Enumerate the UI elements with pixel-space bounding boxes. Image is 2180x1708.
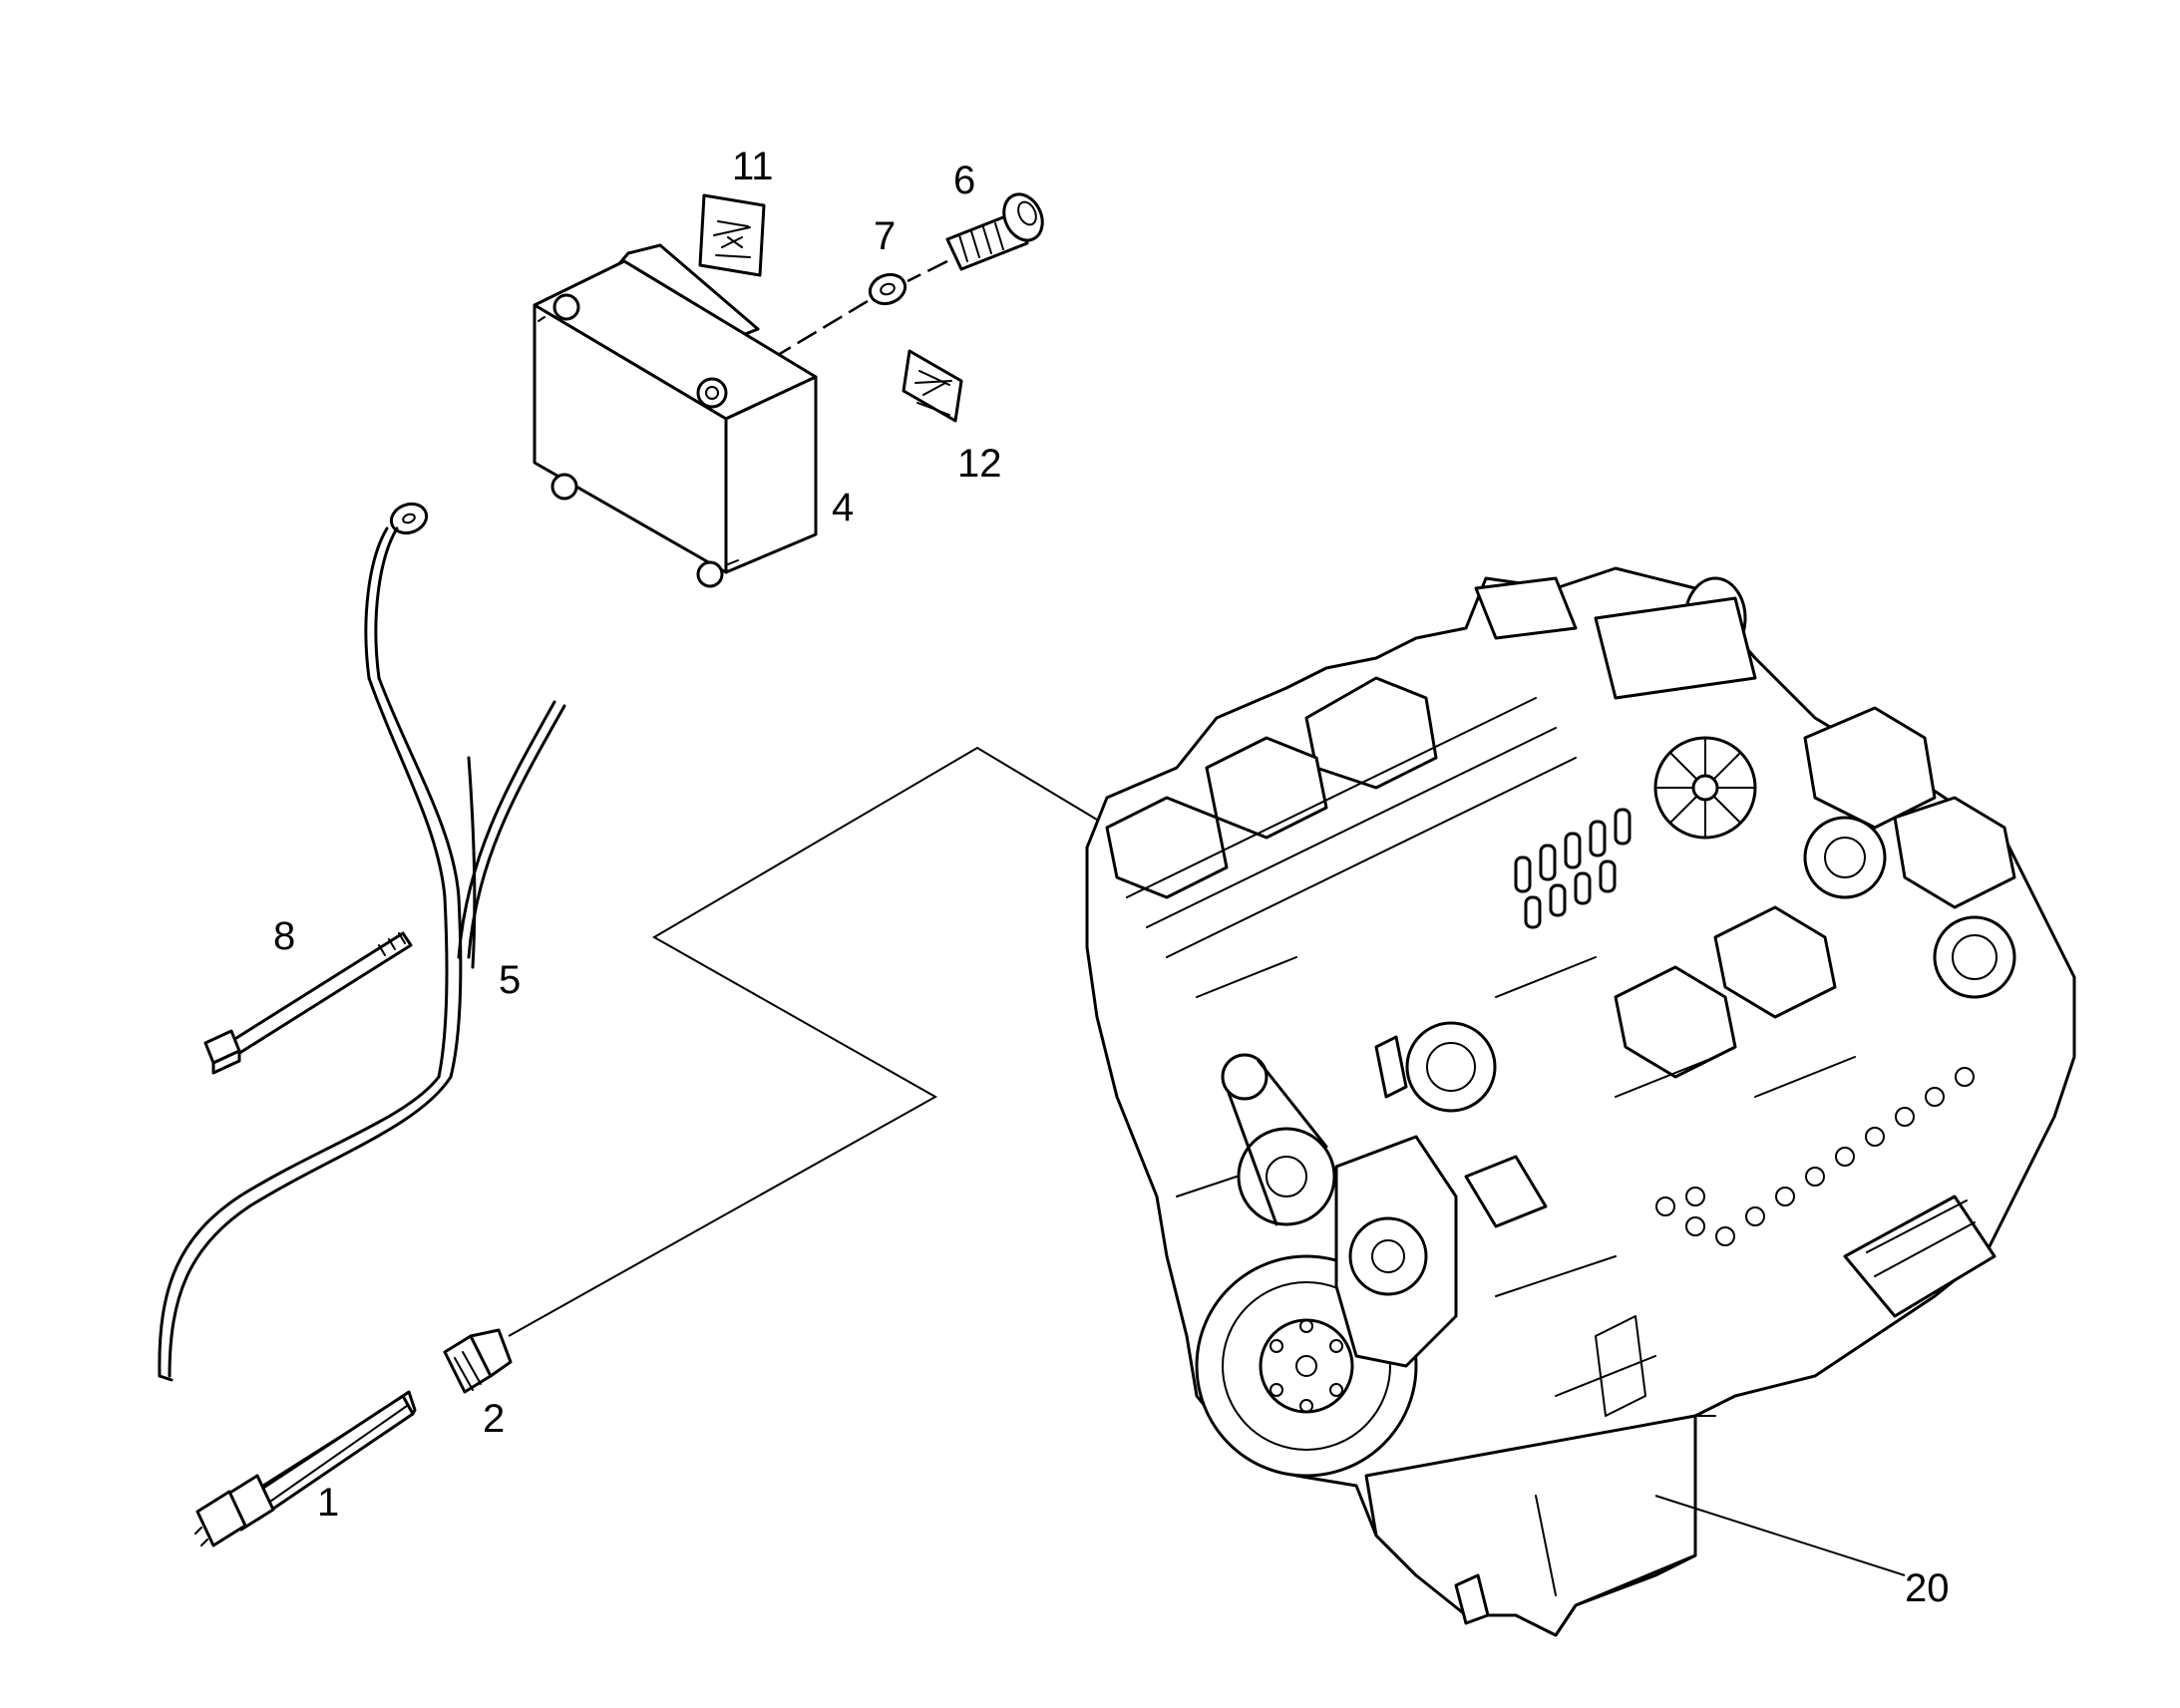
leader-lines — [508, 746, 1906, 1576]
callout-1: 1 — [317, 1481, 339, 1525]
part-1-heater-element — [194, 1390, 417, 1547]
part-2-adapter — [443, 1328, 513, 1394]
callout-5: 5 — [499, 958, 521, 1002]
part-5-wiring-harness — [158, 502, 566, 1382]
callout-20: 20 — [1905, 1566, 1950, 1610]
part-8-cable-tie — [203, 931, 413, 1075]
part-7-washer — [868, 272, 908, 306]
callout-12: 12 — [957, 442, 1002, 486]
part-11-decal — [698, 193, 766, 277]
callout-4: 4 — [832, 486, 854, 529]
part-12-decal — [902, 349, 963, 423]
callout-11: 11 — [732, 145, 774, 188]
callout-7: 7 — [874, 214, 896, 258]
callout-labels: 1 2 4 5 6 7 8 11 12 20 — [273, 145, 1950, 1610]
part-6-bolt — [945, 192, 1044, 271]
callout-2: 2 — [483, 1397, 505, 1441]
callout-8: 8 — [273, 914, 295, 958]
part-20-engine — [1085, 566, 2076, 1637]
callout-6: 6 — [953, 159, 975, 202]
injector-cluster — [1514, 808, 1632, 929]
part-4-control-box — [533, 243, 818, 588]
